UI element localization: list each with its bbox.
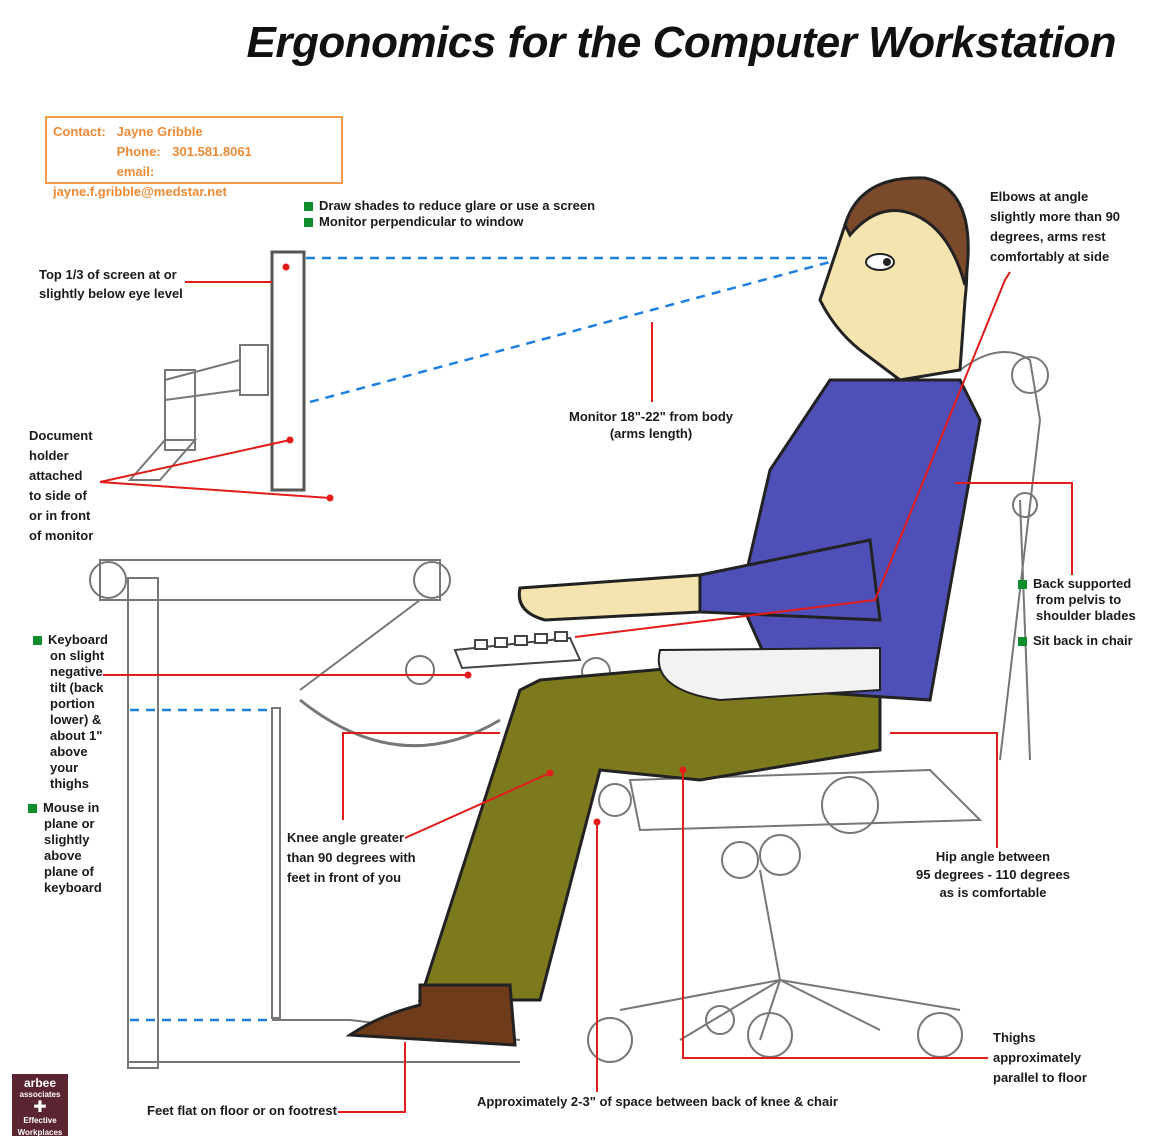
contact-box: Contact: Jayne Gribble Phone: 301.581.80… [45,116,343,199]
label-draw-shades: Draw shades to reduce glare or use a scr… [304,196,595,216]
callout-dots [282,263,687,826]
bullet-icon [28,804,37,814]
page-title: Ergonomics for the Computer Workstation [246,18,1116,67]
desk-leg-front [271,707,281,1019]
desk-leg-left [127,577,159,1069]
keyboard [453,636,582,670]
chair-cushion [657,646,881,702]
bullet-icon [304,218,313,228]
label-monitor-perpendicular: Monitor perpendicular to window [304,212,523,232]
bullet-icon [33,636,42,646]
plus-icon: ✚ [33,1099,47,1116]
label-mouse: Mouse in plane or slightly above plane o… [28,800,102,896]
label-sit-back: Sit back in chair [1018,631,1133,651]
person-hair [843,176,970,286]
bullet-icon [1018,637,1027,647]
label-monitor-distance: Monitor 18"-22" from body (arms length) [568,409,733,441]
person-shoe [345,983,517,1047]
contact-name: Jayne Gribble [116,124,203,139]
bullet-icon [1018,580,1027,590]
chair-seat [628,768,983,832]
label-feet: Feet flat on floor or on footrest [147,1103,337,1118]
phone-number: 301.581.8061 [172,144,252,159]
label-keyboard: Keyboard on slight negative tilt (back p… [33,632,108,792]
label-knee-angle: Knee angle greater than 90 degrees with … [287,830,416,885]
sightlines [130,256,831,1022]
label-screen-top: Top 1/3 of screen at or slightly below e… [39,267,183,301]
person-torso [738,378,982,702]
person-hand [517,573,702,622]
contact-label: Contact: [53,124,106,139]
desk-top [99,559,441,601]
label-back-supported: Back supported from pelvis to shoulder b… [1018,576,1136,624]
label-thighs: Thighs approximately parallel to floor [993,1030,1087,1085]
email-link[interactable]: jayne.f.gribble@medstar.net [53,184,227,199]
monitor-arm [164,358,241,402]
email-label: email: [116,164,155,179]
monitor [270,250,306,492]
arbee-logo: arbee associates ✚ Effective Workplaces [12,1074,68,1137]
bullet-icon [304,202,313,212]
label-knee-space: Approximately 2-3" of space between back… [477,1094,838,1109]
callout-lines [99,271,1073,1113]
phone-label: Phone: [116,144,161,159]
label-elbows: Elbows at angle slightly more than 90 de… [990,189,1121,264]
label-document-holder: Document holder attached to side of or i… [29,428,94,543]
label-hip-angle: Hip angle between 95 degrees - 110 degre… [916,849,1070,900]
